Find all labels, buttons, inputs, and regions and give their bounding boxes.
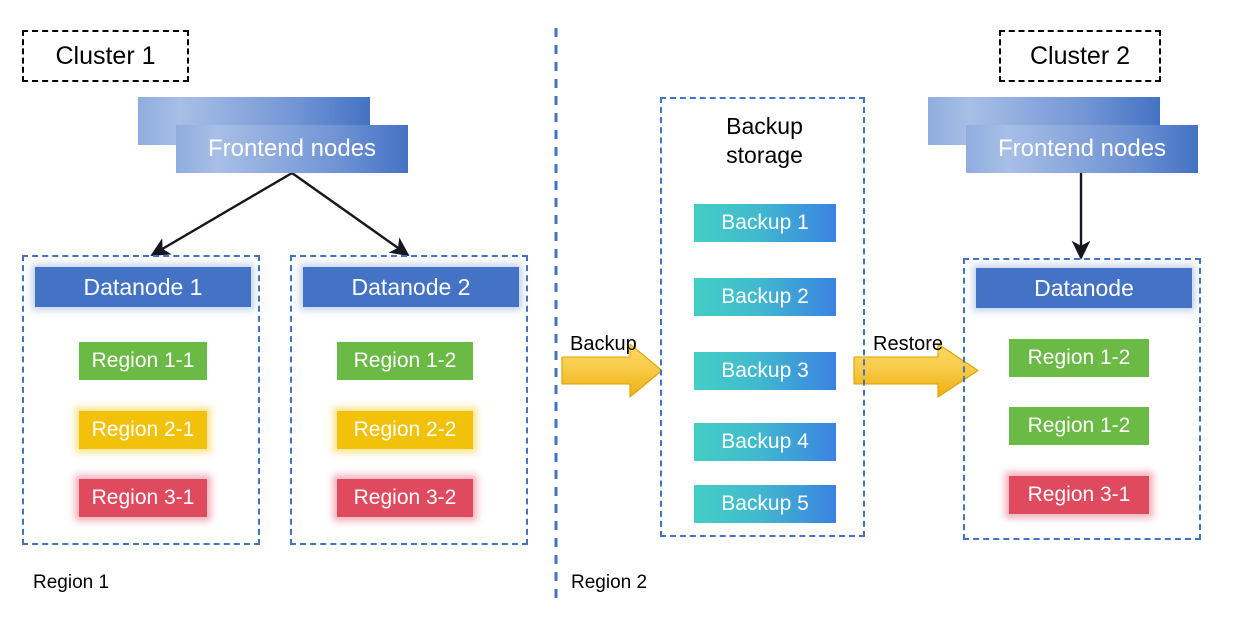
- datanode2-container[interactable]: Datanode 2 Region 1-2 Region 2-2 Region …: [290, 255, 528, 545]
- cluster2-datanode-header-label: Datanode: [1034, 274, 1134, 301]
- arrow-frontend-to-datanode1: [150, 171, 293, 257]
- backup-item-4-label: Backup 4: [721, 430, 809, 453]
- backup-storage-container[interactable]: Backup storage Backup 1 Backup 2 Backup …: [660, 97, 865, 537]
- datanode1-region-1-label: Region 1-1: [91, 349, 195, 372]
- datanode2-header-label: Datanode 2: [351, 273, 471, 300]
- backup-item-5[interactable]: Backup 5: [694, 485, 836, 523]
- cluster2-region-3-label: Region 3-1: [1027, 483, 1131, 506]
- datanode1-region-1[interactable]: Region 1-1: [79, 342, 207, 380]
- backup-storage-title-line1: Backup: [726, 113, 803, 139]
- backup-item-2-label: Backup 2: [721, 285, 809, 308]
- datanode2-region-1[interactable]: Region 1-2: [337, 342, 473, 380]
- cluster1-title-label: Cluster 1: [55, 41, 156, 70]
- cluster2-title-box: Cluster 2: [999, 30, 1161, 82]
- datanode1-region-3[interactable]: Region 3-1: [79, 479, 207, 517]
- datanode2-header[interactable]: Datanode 2: [303, 267, 519, 307]
- backup-storage-title-line2: storage: [726, 141, 803, 168]
- bottom-label-region2: Region 2: [571, 572, 647, 594]
- backup-storage-title: Backup storage: [662, 112, 867, 170]
- cluster2-region-1-label: Region 1-2: [1027, 346, 1131, 369]
- datanode2-region-3[interactable]: Region 3-2: [337, 479, 473, 517]
- datanode1-header-label: Datanode 1: [83, 273, 203, 300]
- backup-item-3-label: Backup 3: [721, 359, 809, 382]
- backup-flow-label: Backup: [570, 333, 637, 356]
- backup-item-5-label: Backup 5: [721, 492, 809, 515]
- cluster2-frontend-nodes[interactable]: Frontend nodes: [928, 97, 1198, 173]
- backup-flow-text: Backup: [570, 333, 637, 355]
- backup-item-1[interactable]: Backup 1: [694, 204, 836, 242]
- cluster1-frontend-label: Frontend nodes: [207, 135, 377, 162]
- cluster2-region-3[interactable]: Region 3-1: [1009, 476, 1149, 514]
- datanode1-region-2-label: Region 2-1: [91, 418, 195, 441]
- datanode2-region-1-label: Region 1-2: [353, 349, 457, 372]
- datanode1-container[interactable]: Datanode 1 Region 1-1 Region 2-1 Region …: [22, 255, 260, 545]
- datanode1-region-3-label: Region 3-1: [91, 486, 195, 509]
- datanode1-header[interactable]: Datanode 1: [35, 267, 251, 307]
- datanode2-region-2-label: Region 2-2: [353, 418, 457, 441]
- backup-item-4[interactable]: Backup 4: [694, 423, 836, 461]
- backup-item-3[interactable]: Backup 3: [694, 352, 836, 390]
- cluster1-frontend-nodes[interactable]: Frontend nodes: [138, 97, 408, 173]
- backup-item-1-label: Backup 1: [721, 211, 809, 234]
- datanode2-region-2[interactable]: Region 2-2: [337, 411, 473, 449]
- backup-item-2[interactable]: Backup 2: [694, 278, 836, 316]
- datanode1-region-2[interactable]: Region 2-1: [79, 411, 207, 449]
- restore-flow-text: Restore: [873, 333, 944, 355]
- frontend-nodes-front-plate: Frontend nodes: [176, 125, 408, 173]
- bottom-label-region1-text: Region 1: [33, 572, 110, 593]
- cluster2-region-1[interactable]: Region 1-2: [1009, 339, 1149, 377]
- bottom-label-region2-text: Region 2: [571, 572, 648, 593]
- frontend-nodes-front-plate-2: Frontend nodes: [966, 125, 1198, 173]
- restore-flow-label: Restore: [873, 333, 943, 356]
- cluster2-region-2[interactable]: Region 1-2: [1009, 407, 1149, 445]
- cluster2-datanode-header[interactable]: Datanode: [976, 268, 1192, 308]
- datanode2-region-3-label: Region 3-2: [353, 486, 457, 509]
- arrow-frontend-to-datanode2: [291, 172, 410, 257]
- cluster2-title-label: Cluster 2: [1029, 41, 1131, 70]
- cluster1-title-box: Cluster 1: [22, 30, 189, 82]
- cluster2-datanode-container[interactable]: Datanode Region 1-2 Region 1-2 Region 3-…: [963, 258, 1201, 540]
- bottom-label-region1: Region 1: [33, 572, 109, 594]
- cluster2-region-2-label: Region 1-2: [1027, 414, 1131, 437]
- cluster2-frontend-label: Frontend nodes: [997, 135, 1167, 162]
